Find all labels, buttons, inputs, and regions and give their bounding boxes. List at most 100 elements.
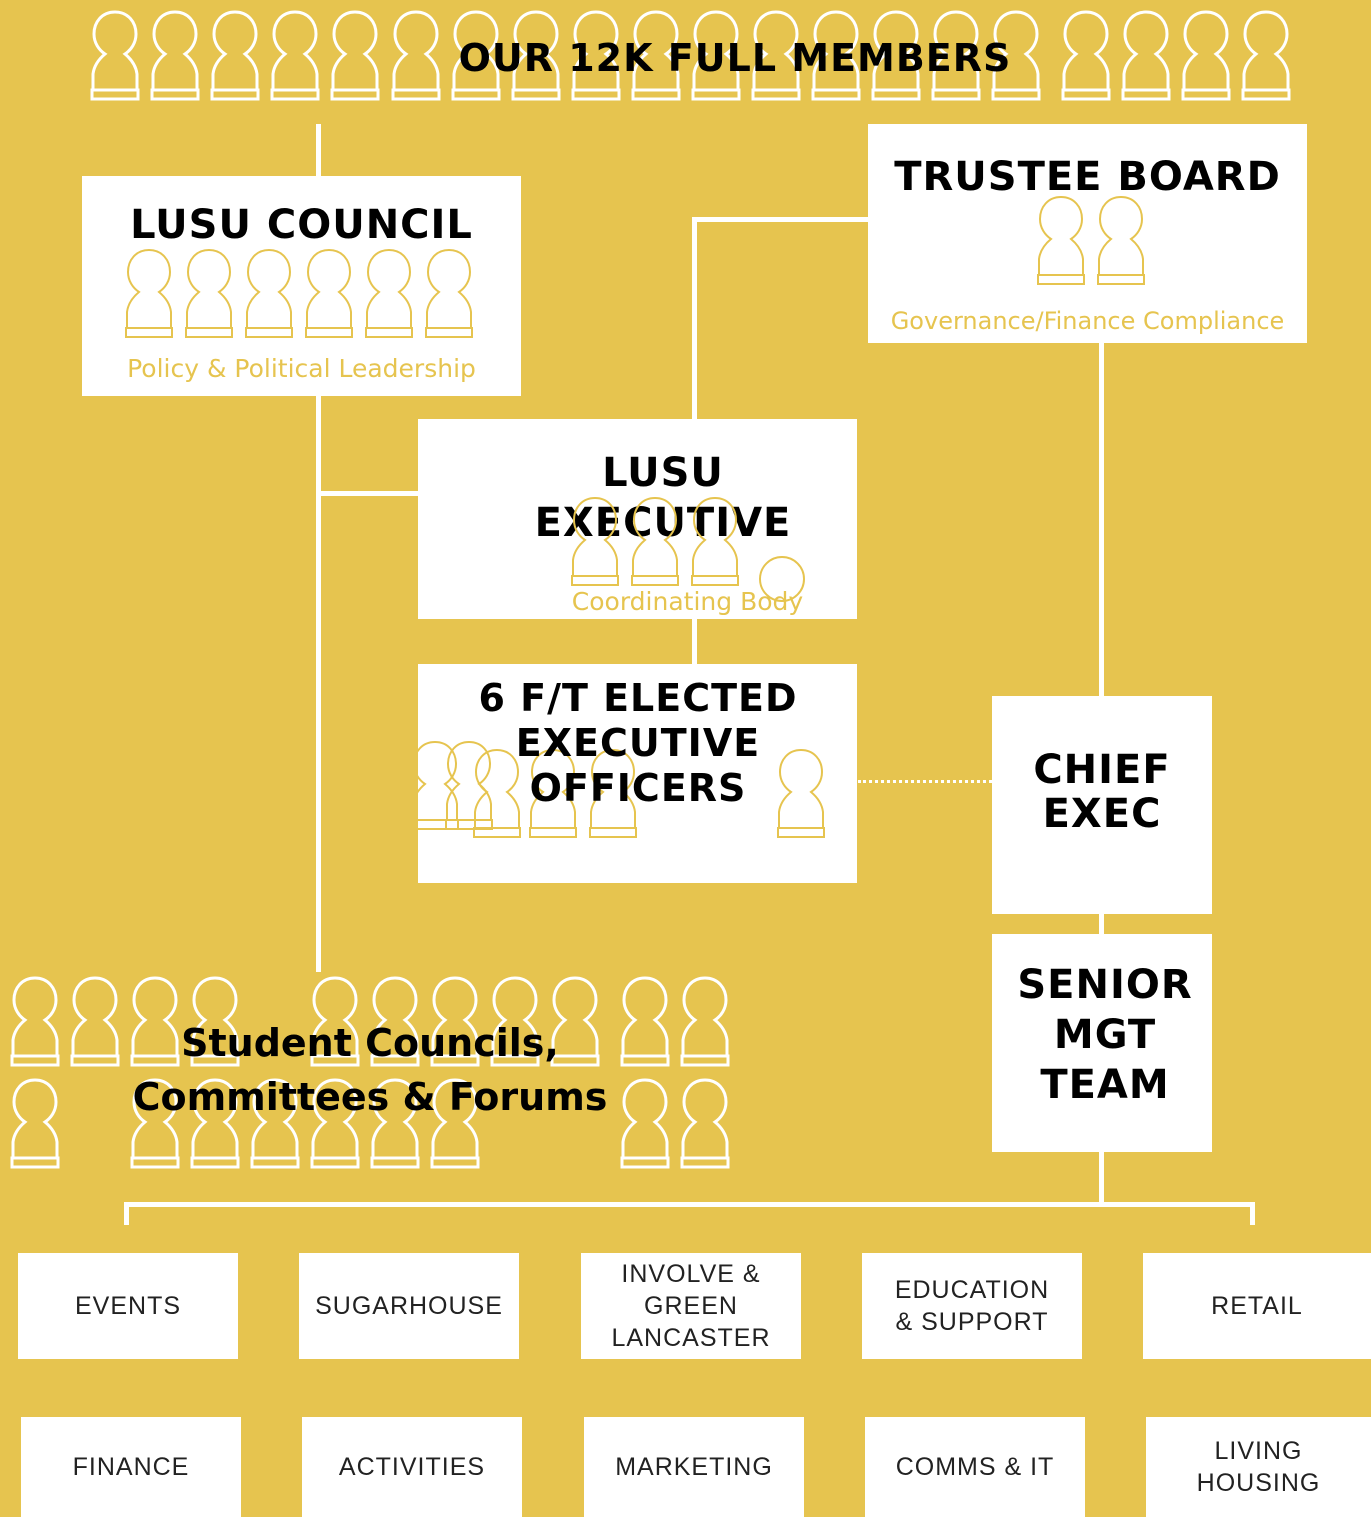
dept-living-housing[interactable]: LIVING HOUSING [1146, 1417, 1371, 1517]
person-icon [529, 748, 577, 838]
person-icon [680, 1078, 730, 1169]
person-icon [589, 748, 637, 838]
senior-box [992, 934, 1212, 1152]
person-icon [1061, 10, 1111, 101]
person-icon [550, 976, 600, 1067]
person-icon [90, 10, 140, 101]
person-icon [473, 748, 521, 838]
departments-bar-right-tick [1250, 1202, 1255, 1225]
person-icon [150, 10, 200, 101]
person-icon [310, 976, 360, 1067]
person-icon [10, 1078, 60, 1169]
person-icon [411, 740, 459, 830]
person-icon [425, 248, 473, 338]
person-icon [871, 10, 921, 101]
person-icon [451, 10, 501, 101]
person-icon [1037, 195, 1085, 285]
person-icon [310, 1078, 360, 1169]
person-icon [571, 496, 619, 586]
chief-box [992, 696, 1212, 914]
person-icon [70, 976, 120, 1067]
person-icon [430, 1078, 480, 1169]
connector-executive-trustee-h [692, 217, 868, 222]
students-title-line2: Committees & Forums [132, 1075, 608, 1119]
dept-label: LIVING HOUSING [1196, 1437, 1321, 1497]
person-icon [811, 10, 861, 101]
trustee-subtitle: Governance/Finance Compliance [890, 307, 1285, 335]
officers-box [418, 664, 857, 883]
person-icon [445, 740, 493, 830]
connector-executive-trustee-v [692, 219, 697, 419]
person-icon [777, 748, 825, 838]
dotted-link-officers-chief [858, 780, 992, 783]
executive-subtitle: Coordinating Body [571, 587, 804, 616]
council-title: LUSU COUNCIL [130, 202, 473, 248]
trustee-title: TRUSTEE BOARD [894, 154, 1281, 200]
dept-label: FINANCE [72, 1453, 190, 1481]
person-icon [680, 976, 730, 1067]
person-icon [370, 1078, 420, 1169]
person-icon [10, 976, 60, 1067]
person-icon [190, 1078, 240, 1169]
person-icon [1181, 10, 1231, 101]
person-icon [631, 10, 681, 101]
person-icon [125, 248, 173, 338]
person-icon [430, 976, 480, 1067]
dept-label: COMMS & IT [895, 1453, 1055, 1481]
dept-activities[interactable]: ACTIVITIES [302, 1417, 522, 1517]
connector-senior-departments [1099, 1152, 1104, 1204]
dept-sugarhouse[interactable]: SUGARHOUSE [299, 1253, 519, 1359]
connector-council-executive [318, 491, 418, 496]
dept-involve-green[interactable]: INVOLVE & GREEN LANCASTER [581, 1253, 801, 1359]
departments-bar-left-tick [124, 1202, 129, 1225]
members-title: OUR 12K FULL MEMBERS [458, 36, 1012, 80]
connector-chief-senior [1099, 914, 1104, 934]
person-icon [190, 976, 240, 1067]
departments-bar [124, 1202, 1255, 1207]
person-icon [370, 976, 420, 1067]
person-head-icon [759, 556, 805, 602]
person-icon [631, 496, 679, 586]
person-icon [511, 10, 561, 101]
trustee-box [868, 124, 1307, 343]
person-icon [490, 976, 540, 1067]
dept-events[interactable]: EVENTS [18, 1253, 238, 1359]
person-icon [620, 976, 670, 1067]
person-icon [1097, 195, 1145, 285]
person-icon [245, 248, 293, 338]
person-icon [691, 496, 739, 586]
person-icon [270, 10, 320, 101]
person-icon [250, 1078, 300, 1169]
dept-label: EDUCATION & SUPPORT [894, 1276, 1050, 1336]
connector-council-students [316, 396, 321, 972]
chief-title: CHIEF EXEC [1033, 747, 1171, 837]
council-subtitle: Policy & Political Leadership [127, 354, 476, 383]
officers-title: 6 F/T ELECTED EXECUTIVE OFFICERS [478, 676, 798, 810]
person-icon [1121, 10, 1171, 101]
dept-marketing[interactable]: MARKETING [584, 1417, 804, 1517]
person-icon [391, 10, 441, 101]
dept-finance[interactable]: FINANCE [21, 1417, 241, 1517]
dept-label: MARKETING [615, 1453, 773, 1481]
person-icon [1241, 10, 1291, 101]
person-icon [571, 10, 621, 101]
dept-label: SUGARHOUSE [315, 1292, 503, 1320]
person-icon [185, 248, 233, 338]
dept-label: EVENTS [74, 1292, 182, 1320]
person-icon [620, 1078, 670, 1169]
dept-label: RETAIL [1211, 1292, 1303, 1320]
connector-trustee-chief [1099, 343, 1104, 696]
person-icon [305, 248, 353, 338]
dept-retail[interactable]: RETAIL [1143, 1253, 1371, 1359]
dept-comms-it[interactable]: COMMS & IT [865, 1417, 1085, 1517]
person-icon [130, 976, 180, 1067]
person-icon [330, 10, 380, 101]
connector-members-council [316, 124, 321, 176]
person-icon [691, 10, 741, 101]
dept-label: INVOLVE & GREEN LANCASTER [611, 1260, 771, 1352]
dept-education-support[interactable]: EDUCATION & SUPPORT [862, 1253, 1082, 1359]
dept-label: ACTIVITIES [338, 1453, 486, 1481]
person-icon [365, 248, 413, 338]
connector-executive-officers [692, 619, 697, 664]
